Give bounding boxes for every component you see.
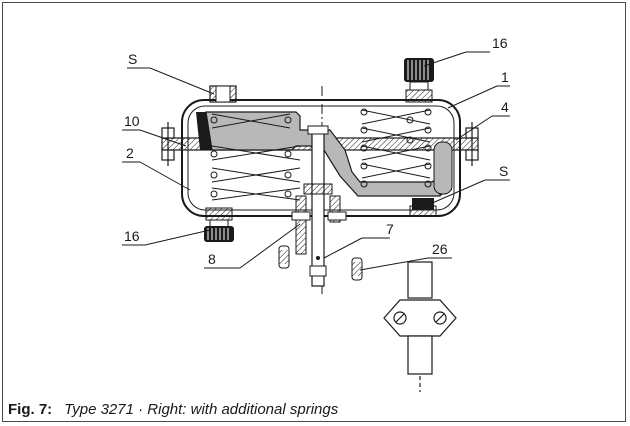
label-16-bottom: 16 xyxy=(124,228,140,244)
label-26: 26 xyxy=(432,241,448,257)
bottom-left-vent-plug xyxy=(204,207,234,242)
figure-caption: Fig. 7: Type 3271 · Right: with additiona… xyxy=(8,401,338,418)
separate-nut-8 xyxy=(278,245,290,269)
top-left-port xyxy=(209,85,237,103)
label-10: 10 xyxy=(124,113,140,129)
label-s-right: S xyxy=(499,163,508,179)
label-16-top: 16 xyxy=(492,35,508,51)
label-8: 8 xyxy=(208,251,216,267)
figure-frame xyxy=(2,2,626,422)
label-s-top: S xyxy=(128,51,137,67)
leader-lines xyxy=(122,51,510,271)
top-right-vent-plug xyxy=(404,58,434,103)
figure-caption-text: Type 3271 · Right: with additional sprin… xyxy=(64,401,339,418)
label-4: 4 xyxy=(501,99,509,115)
flange-bolts xyxy=(161,122,479,166)
figure-number: Fig. 7: xyxy=(8,401,53,418)
label-7: 7 xyxy=(386,221,394,237)
stem-connector xyxy=(383,261,457,392)
actuator-stem xyxy=(303,125,333,287)
right-springs xyxy=(360,108,432,188)
left-springs xyxy=(210,113,301,201)
separate-nut-26 xyxy=(351,257,363,281)
label-1: 1 xyxy=(501,69,509,85)
yoke-hub xyxy=(291,195,347,255)
bottom-right-port xyxy=(409,198,437,217)
label-2: 2 xyxy=(126,145,134,161)
diaphragm-plate xyxy=(196,111,453,197)
